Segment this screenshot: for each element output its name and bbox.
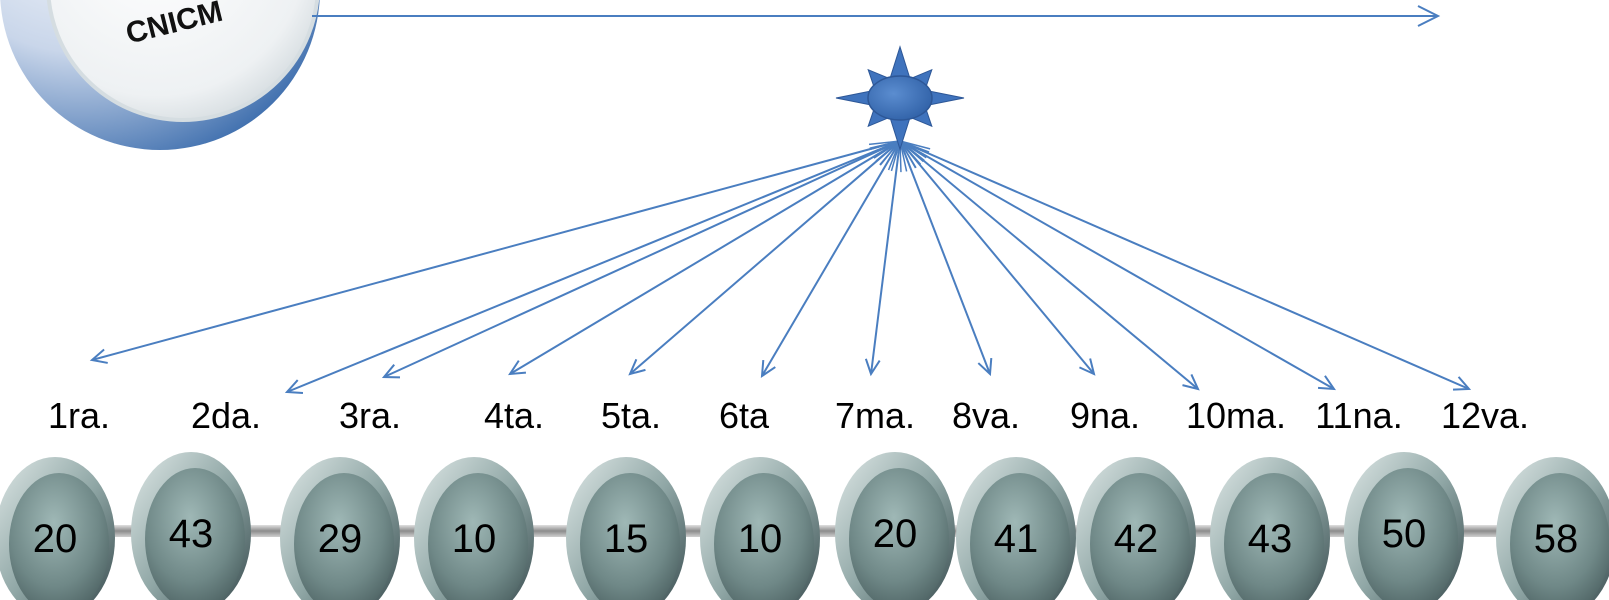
spoke-arrow	[629, 140, 901, 375]
spoke-arrow-head	[1317, 375, 1336, 391]
group-label: 8va.	[952, 395, 1020, 436]
value-disc: 50	[1344, 452, 1464, 600]
spoke-arrow	[899, 140, 1095, 375]
disc-face	[1224, 473, 1324, 600]
disc-face	[9, 473, 109, 600]
value-disc: 41	[956, 457, 1076, 600]
disc-face	[714, 473, 814, 600]
spoke-arrow	[899, 140, 1335, 390]
spoke-arrow	[899, 140, 991, 375]
spoke-arrow-head	[864, 358, 881, 377]
disc-value: 43	[1248, 517, 1293, 561]
value-disc: 42	[1076, 457, 1196, 600]
group-label: 5ta.	[601, 395, 661, 436]
group-label: 6ta	[719, 395, 770, 436]
disc-face	[428, 473, 528, 600]
star-core	[867, 75, 933, 121]
spoke-arrow	[870, 140, 901, 375]
spoke-arrow-head	[760, 359, 776, 378]
disc-value: 10	[738, 517, 783, 561]
star-ray	[889, 45, 911, 78]
disc-face	[849, 468, 949, 600]
spoke-arrow-head	[628, 358, 646, 376]
disc-value: 29	[318, 517, 363, 561]
disc-face	[970, 473, 1070, 600]
disc-value: 42	[1114, 517, 1159, 561]
spoke-arrow-head	[89, 348, 108, 364]
value-disc: 15	[566, 457, 686, 600]
group-label: 11na.	[1315, 395, 1402, 436]
value-disc: 43	[131, 452, 251, 600]
spoke-arrow-head	[508, 360, 527, 376]
spoke-arrow-head	[1182, 374, 1200, 391]
group-label: 4ta.	[484, 395, 544, 436]
top-arrow	[312, 5, 1441, 27]
value-disc: 20	[0, 457, 115, 600]
disc-value: 50	[1382, 512, 1427, 556]
spoke-arrow	[383, 140, 901, 378]
value-disc: 20	[835, 452, 955, 600]
group-label: 3ra.	[339, 395, 401, 436]
group-label: 2da.	[191, 395, 261, 436]
spoke-arrow	[91, 140, 901, 361]
spoke-arrow	[899, 140, 1199, 390]
spoke-arrow-head	[284, 379, 304, 394]
disc-value: 43	[169, 512, 214, 556]
group-label: 12va.	[1441, 395, 1529, 436]
value-disc: 29	[280, 457, 400, 600]
disc-face	[580, 473, 680, 600]
group-label: 10ma.	[1186, 395, 1286, 436]
spoke-arrow-head	[977, 357, 993, 377]
spoke-arrow-head	[1452, 376, 1472, 391]
disc-value: 20	[33, 517, 78, 561]
disc-value: 58	[1534, 517, 1579, 561]
disc-value: 41	[994, 517, 1039, 561]
spoke-arrow	[761, 140, 901, 377]
spoke-arrow	[286, 140, 901, 393]
disc-face	[294, 473, 394, 600]
value-disc: 43	[1210, 457, 1330, 600]
value-discs: 20 43 29 10 15 10 20 41 42 43 50 58	[0, 452, 1609, 600]
spoke-arrow-head	[1079, 358, 1096, 376]
disc-value: 10	[452, 517, 497, 561]
group-label: 9na.	[1070, 395, 1140, 436]
star-burst-icon	[835, 45, 965, 151]
logo-inner-disc	[46, 0, 320, 122]
value-disc: 10	[414, 457, 534, 600]
disc-value: 20	[873, 512, 918, 556]
disc-face	[145, 468, 245, 600]
group-label: 7ma.	[835, 395, 915, 436]
disc-face	[1510, 473, 1609, 600]
value-disc: 58	[1496, 457, 1609, 600]
spoke-arrows	[89, 140, 1472, 394]
spoke-arrow-head	[381, 364, 401, 379]
group-label: 1ra.	[48, 395, 110, 436]
logo: CNICM	[0, 0, 320, 150]
disc-face	[1090, 473, 1190, 600]
disc-value: 15	[604, 517, 649, 561]
group-labels: 1ra. 2da. 3ra. 4ta. 5ta. 6ta 7ma. 8va. 9na. 10ma.…	[48, 395, 1529, 436]
value-disc: 10	[700, 457, 820, 600]
disc-face	[1358, 468, 1458, 600]
spoke-arrow	[899, 140, 1470, 390]
spoke-arrow	[509, 140, 901, 375]
